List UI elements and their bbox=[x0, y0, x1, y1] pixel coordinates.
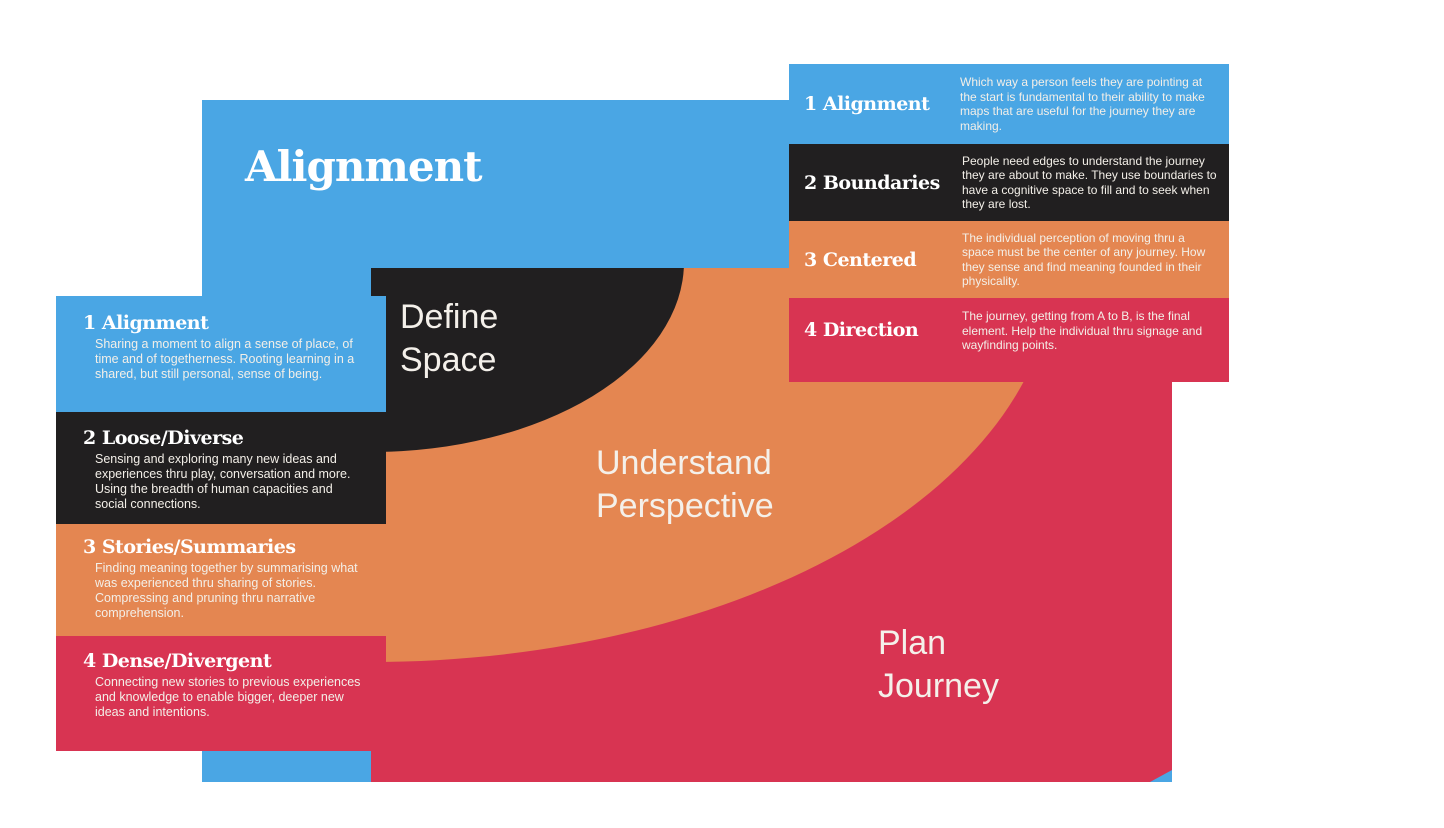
row-title: 4 Dense/Divergent bbox=[83, 650, 272, 672]
zone-label-plan-journey: Plan Journey bbox=[878, 622, 999, 708]
row-title: 3 Stories/Summaries bbox=[83, 536, 296, 558]
row-title: 1 Alignment bbox=[804, 93, 930, 115]
zone-line: Understand bbox=[596, 444, 772, 482]
row-text: Finding meaning together by summarising … bbox=[95, 561, 358, 620]
row-title: 2 Loose/Diverse bbox=[83, 427, 244, 449]
left-row-dense-divergent: 4 Dense/Divergent Connecting new stories… bbox=[56, 636, 386, 751]
right-row-centered: 3 Centered The individual perception of … bbox=[789, 221, 1229, 298]
row-text: Connecting new stories to previous exper… bbox=[95, 675, 361, 719]
zone-line: Define bbox=[400, 298, 499, 336]
zone-line: Journey bbox=[878, 667, 999, 705]
zone-label-define-space: Define Space bbox=[400, 296, 498, 382]
row-text: The individual perception of moving thru… bbox=[962, 230, 1206, 289]
row-text: The journey, getting from A to B, is the… bbox=[962, 309, 1203, 352]
zone-line: Plan bbox=[878, 624, 947, 662]
right-row-direction: 4 Direction The journey, getting from A … bbox=[789, 298, 1229, 382]
row-title: 1 Alignment bbox=[83, 312, 209, 334]
row-text: People need edges to understand the jour… bbox=[962, 153, 1217, 212]
define-space-zone bbox=[371, 268, 684, 452]
row-title: 3 Centered bbox=[804, 248, 917, 271]
left-row-stories-summaries: 3 Stories/Summaries Finding meaning toge… bbox=[56, 524, 386, 636]
row-text: Sensing and exploring many new ideas and… bbox=[95, 452, 351, 511]
right-panel: 1 Alignment Which way a person feels the… bbox=[789, 64, 1229, 382]
row-text: Sharing a moment to align a sense of pla… bbox=[95, 337, 355, 381]
left-row-loose-diverse: 2 Loose/Diverse Sensing and exploring ma… bbox=[56, 412, 386, 524]
zone-line: Perspective bbox=[596, 487, 774, 525]
zone-line: Space bbox=[400, 341, 497, 379]
row-title: 4 Direction bbox=[804, 319, 919, 341]
right-row-boundaries: 2 Boundaries People need edges to unders… bbox=[789, 144, 1229, 221]
row-text: Which way a person feels they are pointi… bbox=[960, 75, 1205, 133]
zone-label-understand-perspective: Understand Perspective bbox=[596, 442, 774, 528]
left-row-alignment: 1 Alignment Sharing a moment to align a … bbox=[56, 296, 386, 412]
right-row-alignment: 1 Alignment Which way a person feels the… bbox=[789, 64, 1229, 144]
row-title: 2 Boundaries bbox=[804, 171, 940, 194]
main-title: Alignment bbox=[245, 142, 482, 191]
left-panel: 1 Alignment Sharing a moment to align a … bbox=[56, 296, 386, 751]
